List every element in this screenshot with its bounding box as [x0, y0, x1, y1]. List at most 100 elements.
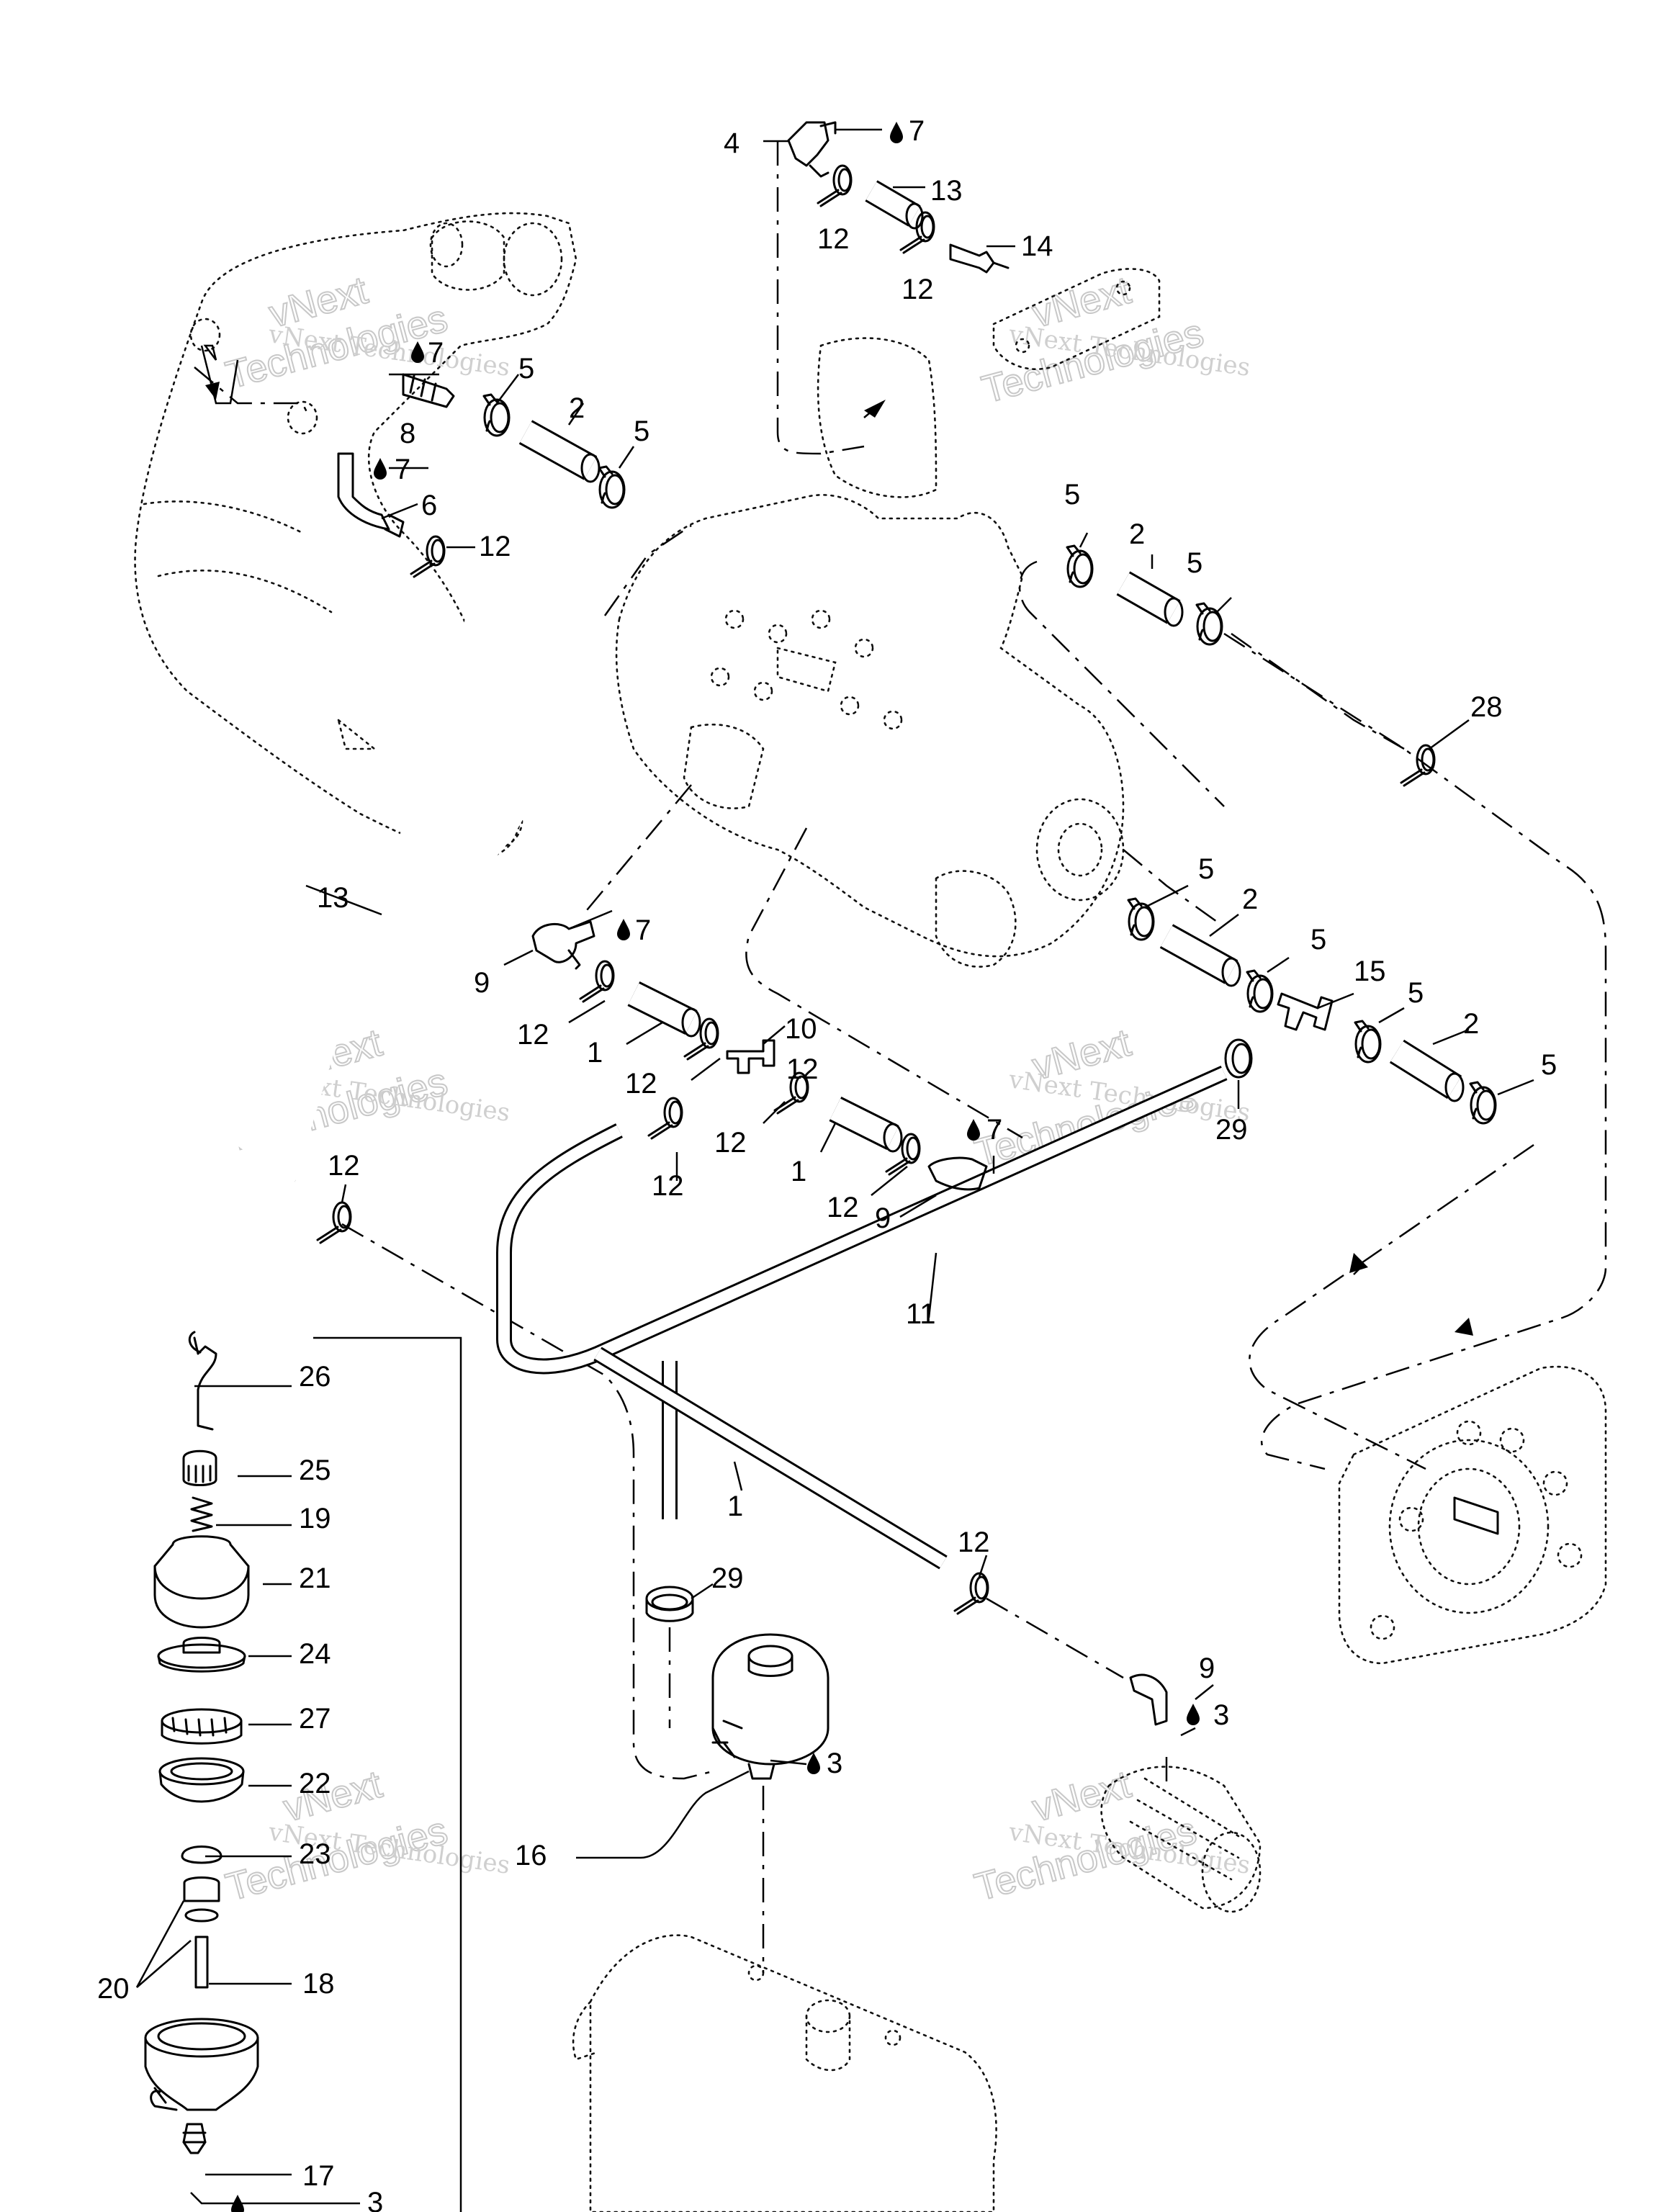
label-22: 22 [299, 1768, 331, 1799]
label-16: 16 [515, 1840, 547, 1871]
exhaust-manifold-outline [134, 212, 577, 858]
valve-20 [183, 1876, 220, 1923]
label-2-mid: 2 [1242, 884, 1258, 915]
label-13-left: 13 [317, 882, 349, 914]
label-25: 25 [299, 1455, 331, 1486]
hose-1-long [593, 1346, 948, 1570]
label-20: 20 [97, 1973, 130, 2005]
label-9-upper: 9 [474, 967, 490, 999]
label-29-lower: 29 [711, 1563, 744, 1594]
watermark-bottom-left: vNext Technologies vNext Technologies [221, 1762, 512, 1910]
label-9-middle: 9 [875, 1202, 891, 1234]
svg-text:vNext: vNext [1028, 1763, 1136, 1830]
svg-text:vNext: vNext [279, 1763, 387, 1830]
label-4: 4 [724, 127, 739, 159]
label-15: 15 [1354, 956, 1386, 987]
label-5-b: 5 [634, 415, 649, 447]
hose-2-mid [1159, 924, 1241, 987]
ring-22 [158, 1757, 245, 1803]
label-7-mid: 7 [635, 914, 651, 946]
clamp-27 [161, 1708, 243, 1745]
label-12-left: 12 [479, 531, 511, 562]
clamp-12-lower-left [316, 1201, 352, 1244]
hose-2-upper-right [1116, 571, 1184, 627]
label-6: 6 [421, 490, 437, 521]
label-3-bottom: 3 [367, 2187, 383, 2212]
watermark-top-left: vNext Technologies vNext Technologies [221, 268, 512, 398]
fitting-9-lower [1129, 1673, 1168, 1726]
label-2-upper-left: 2 [569, 392, 585, 424]
hose-11 [496, 1065, 1228, 1519]
jet-pump-housing-outline [1338, 1365, 1607, 1665]
diaphragm-24 [157, 1637, 246, 1673]
label-12-mid-5: 12 [652, 1170, 684, 1202]
label-2-upper-right: 2 [1129, 518, 1145, 550]
label-2-right: 2 [1463, 1008, 1479, 1040]
clamp-12-mid-1 [579, 960, 615, 1003]
cap-25 [182, 1449, 217, 1486]
drop-icon-7-right [967, 1119, 980, 1141]
label-12-lower-left: 12 [328, 1150, 360, 1182]
label-12-top-1: 12 [817, 223, 850, 255]
hose-2-right [1389, 1039, 1465, 1102]
fitting-8 [402, 373, 455, 408]
label-10: 10 [785, 1013, 817, 1045]
label-7-top: 7 [909, 115, 925, 147]
label-5-a: 5 [518, 353, 534, 385]
drop-icon-3-right [1187, 1704, 1200, 1725]
label-13-top: 13 [930, 175, 963, 207]
fitting-4-elbow [787, 121, 837, 178]
reservoir-16 [711, 1633, 830, 1780]
fitting-10-tee [726, 1039, 775, 1074]
fitting-14 [949, 243, 1010, 274]
fitting-17 [182, 2123, 207, 2154]
ring-29-upper [1224, 1038, 1253, 1079]
label-3-right: 3 [1213, 1699, 1229, 1731]
drop-icon-7-mid [617, 919, 630, 940]
fitting-9-middle [927, 1156, 988, 1191]
band-clamp-5-b [598, 465, 626, 509]
label-12-mid-3: 12 [786, 1053, 819, 1085]
fitting-6-elbow [337, 452, 405, 538]
label-26: 26 [299, 1361, 331, 1393]
label-18: 18 [302, 1968, 335, 2000]
drop-icon-7-left [374, 458, 387, 480]
label-5-f: 5 [1310, 924, 1326, 956]
band-clamp-5-f [1246, 969, 1274, 1013]
label-12-lower-right: 12 [958, 1527, 990, 1558]
band-clamp-5-c [1066, 544, 1094, 588]
label-12-top-2: 12 [902, 274, 934, 305]
label-1-long: 1 [727, 1491, 743, 1522]
fitting-9-upper [531, 920, 595, 970]
watermark-mid-right: vNext Technologies vNext Technologies [970, 1020, 1252, 1176]
label-12-mid-1: 12 [517, 1019, 549, 1051]
label-19: 19 [299, 1503, 331, 1534]
clamp-12-lower-right [953, 1572, 989, 1615]
hose-13-short-top [865, 180, 924, 230]
label-29-upper: 29 [1215, 1114, 1248, 1146]
mounting-plate-outline [992, 268, 1161, 370]
label-14: 14 [1021, 230, 1053, 262]
ring-29-lower [645, 1586, 694, 1622]
spring-19 [190, 1496, 213, 1532]
label-27: 27 [299, 1703, 331, 1735]
drop-icon-7-top [890, 122, 903, 143]
label-5-c: 5 [1064, 479, 1080, 511]
label-5-g: 5 [1408, 977, 1424, 1009]
label-11: 11 [906, 1298, 936, 1330]
label-7-left: 7 [395, 454, 410, 485]
label-28: 28 [1470, 691, 1503, 723]
label-12-mid-2: 12 [625, 1068, 657, 1100]
clamp-12-left [410, 535, 446, 578]
label-5-e: 5 [1198, 853, 1214, 885]
band-clamp-5-g [1354, 1020, 1382, 1064]
label-5-d: 5 [1187, 547, 1202, 579]
fitting-15-tee [1277, 992, 1334, 1031]
label-24: 24 [299, 1638, 331, 1670]
cover-21 [153, 1535, 250, 1629]
valve-assembly-frame [313, 1336, 462, 2212]
label-23: 23 [299, 1838, 331, 1870]
leader-lines [135, 128, 1534, 2205]
label-21: 21 [299, 1563, 331, 1594]
label-1-upper: 1 [587, 1037, 603, 1069]
